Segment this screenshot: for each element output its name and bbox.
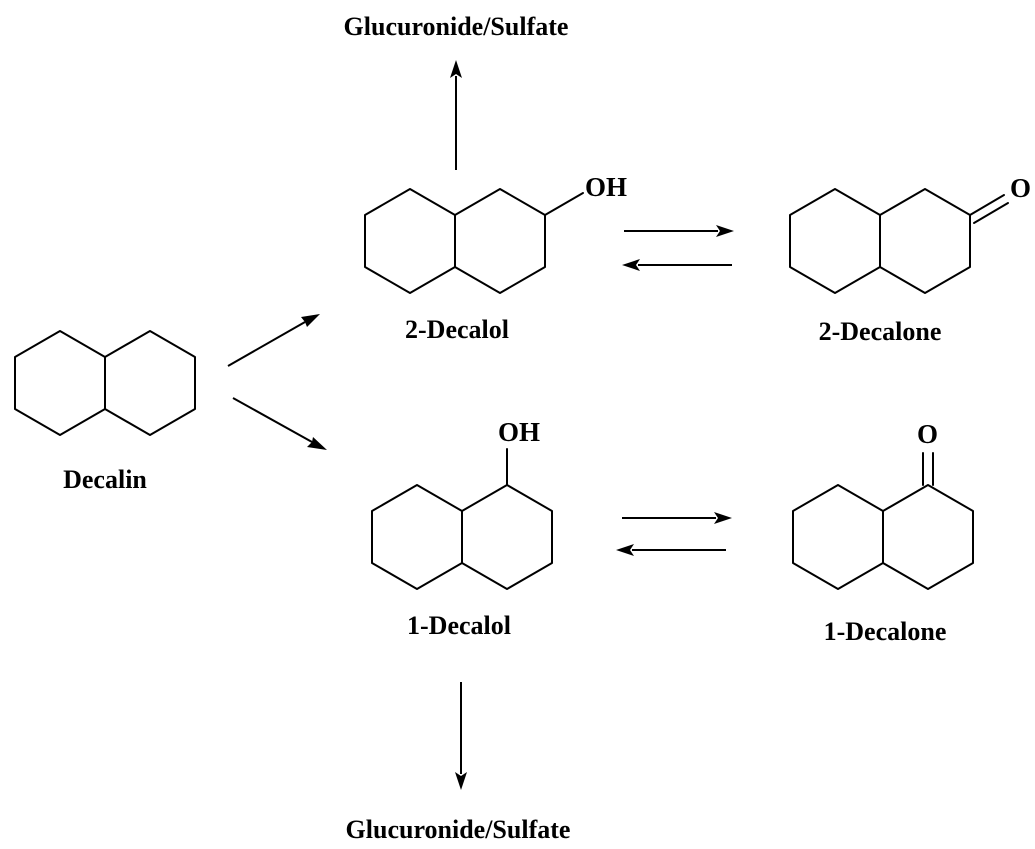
equilibrium-arrows-1-decalol-1-decalone bbox=[616, 512, 732, 556]
decalin-label: Decalin bbox=[63, 465, 147, 494]
glucuronide-sulfate-label-top: Glucuronide/Sulfate bbox=[344, 12, 569, 41]
conjugation-arrow-down bbox=[455, 682, 467, 790]
decalin-structure bbox=[14, 330, 196, 436]
equilibrium-arrows-2-decalol-2-decalone bbox=[622, 225, 734, 271]
2-decalol-label: 2-Decalol bbox=[405, 315, 509, 344]
2-decalol-hydroxyl-label: OH bbox=[585, 172, 627, 202]
conjugation-arrow-up bbox=[450, 60, 462, 170]
arrow-decalin-to-2-decalol bbox=[227, 314, 320, 367]
2-decalone-structure bbox=[789, 188, 1009, 294]
glucuronide-sulfate-label-bottom: Glucuronide/Sulfate bbox=[346, 815, 571, 844]
1-decalone-structure bbox=[792, 452, 974, 590]
arrow-decalin-to-1-decalol bbox=[232, 397, 327, 450]
1-decalol-label: 1-Decalol bbox=[407, 611, 511, 640]
1-decalone-oxygen-label: O bbox=[917, 419, 938, 449]
1-decalol-hydroxyl-label: OH bbox=[498, 417, 540, 447]
2-decalone-label: 2-Decalone bbox=[819, 317, 942, 346]
2-decalone-oxygen-label: O bbox=[1010, 173, 1031, 203]
1-decalone-label: 1-Decalone bbox=[824, 617, 947, 646]
1-decalol-structure bbox=[371, 448, 553, 590]
2-decalol-structure bbox=[364, 188, 584, 294]
